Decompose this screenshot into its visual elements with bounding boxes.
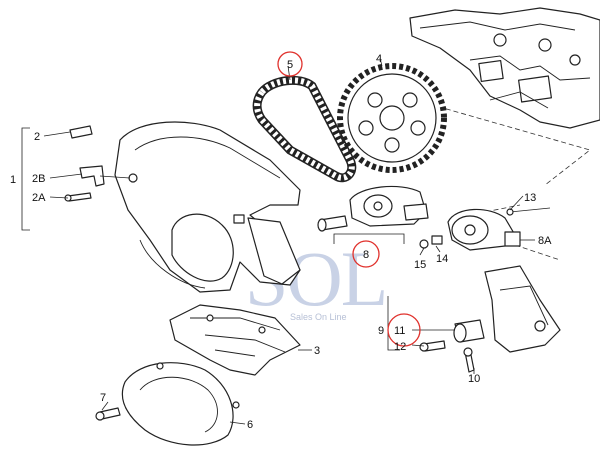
label-part-11: 11 [394,325,405,337]
idler-pulley-8a [419,207,551,251]
camshaft-sprocket [337,63,447,173]
bracket-assembly-9 [419,265,561,373]
cover-clip-parts [64,125,138,202]
label-part-4: 4 [376,53,382,65]
label-part-8a: 8A [538,235,552,247]
label-part-6: 6 [247,419,253,431]
timing-belt [252,75,357,183]
label-part-2: 2 [34,131,40,143]
label-part-13: 13 [524,192,536,204]
label-part-3: 3 [314,345,320,357]
label-part-12: 12 [394,341,406,353]
part-labels: 1 2 2B 2A 3 4 5 6 7 8 8A 9 10 11 12 13 1… [10,53,552,431]
label-part-14: 14 [436,253,448,265]
label-part-1: 1 [10,174,16,186]
label-part-9: 9 [378,325,384,337]
label-part-10: 10 [468,373,480,385]
timing-cover-upper [114,121,301,293]
label-part-15: 15 [414,259,426,271]
highlight-part-11 [387,313,421,347]
highlight-circles [277,51,421,347]
engine-block [409,7,600,129]
highlight-part-5 [277,51,303,77]
label-part-5: 5 [287,59,293,71]
label-part-2b: 2B [32,173,45,185]
highlight-part-8 [352,240,380,268]
watermark-tagline: Sales On Line [290,312,347,322]
label-part-2a: 2A [32,192,46,204]
label-part-7: 7 [100,392,106,404]
leader-lines [21,57,535,425]
label-part-8: 8 [363,249,369,261]
timing-cover-middle [169,304,301,376]
tensioner-pulley [317,185,429,232]
timing-cover-lower [95,362,240,446]
